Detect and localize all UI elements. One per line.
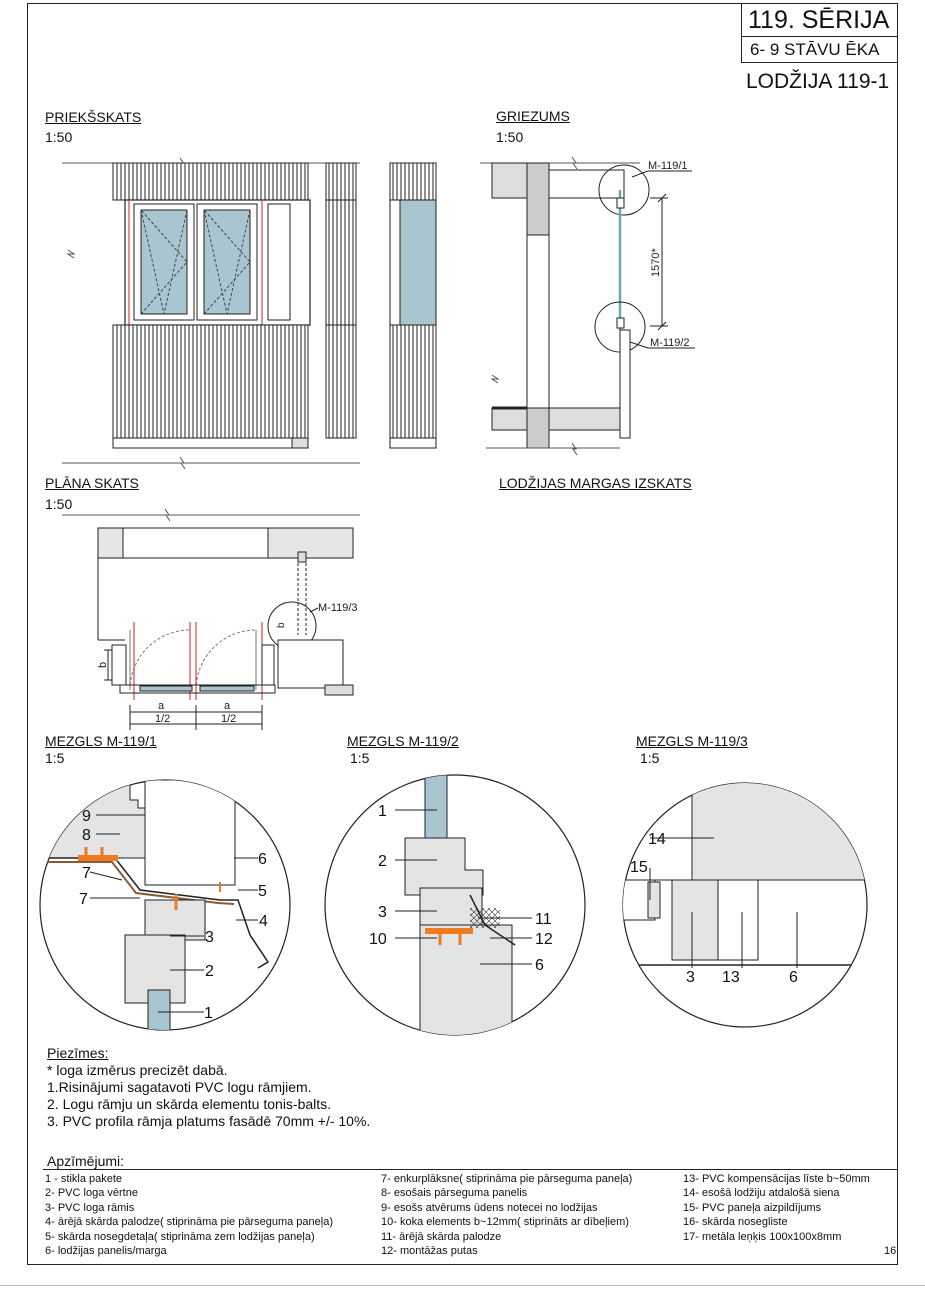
notes-heading: Piezīmes:	[47, 1045, 109, 1061]
legend-item: 3- PVC loga rāmis	[45, 1201, 135, 1214]
detail-3-drawing	[622, 782, 868, 1028]
legend-col-2: 7- enkurplāksne( stiprināma pie pārsegum…	[381, 1172, 632, 1258]
page-number: 16	[884, 1245, 897, 1257]
loggia-type-title: LODŽIJA 119-1	[746, 70, 890, 93]
legend-item: 16- skārda nosegliste	[683, 1216, 788, 1229]
d3-label-15: 15	[630, 859, 648, 876]
legend-item: 15- PVC paneļa aizpildījums	[683, 1201, 822, 1214]
front-view-title: PRIEKŠSKATS	[45, 109, 142, 125]
plan-dim-b-left: b	[97, 662, 109, 668]
legend-item: 17- metāla leņķis 100x100x8mm	[683, 1230, 842, 1243]
section-view-drawing	[480, 156, 695, 456]
floors-subtitle: 6- 9 STĀVU ĒKA	[750, 40, 880, 59]
legend-heading: Apzīmējumi:	[47, 1153, 125, 1169]
plan-view-drawing	[62, 508, 360, 730]
note-item-0: * loga izmērus precizēt dabā.	[47, 1062, 228, 1078]
d1-label-6: 6	[258, 851, 267, 868]
legend-item: 5- skārda nosegdetaļa( stiprināma zem lo…	[45, 1230, 315, 1243]
legend-item: 1 - stikla pakete	[45, 1173, 123, 1185]
front-view-scale: 1:50	[45, 129, 73, 145]
plan-dim-b-right: b	[276, 622, 287, 628]
d3-label-14: 14	[648, 831, 666, 848]
legend-item: 12- montāžas putas	[381, 1245, 478, 1258]
legend-separator	[43, 1169, 898, 1170]
plan-view-scale: 1:50	[45, 496, 73, 512]
legend-item: 14- esošā lodžiju atdalošā siena	[683, 1187, 840, 1200]
note-item-3: 3. PVC profila rāmja platums fasādē 70mm…	[47, 1113, 371, 1129]
d2-label-3: 3	[378, 904, 387, 921]
detail-1-scale: 1:5	[45, 750, 65, 766]
legend-item: 13- PVC kompensācijas līste b~50mm	[683, 1173, 870, 1185]
callout-m119-3: M-119/3	[318, 602, 358, 614]
d1-label-2: 2	[205, 963, 214, 980]
legend-item: 2- PVC loga vērtne	[45, 1187, 138, 1200]
callout-m119-1: M-119/1	[648, 160, 688, 172]
note-item-1: 1.Risinājumi sagatavoti PVC logu rāmjiem…	[47, 1079, 312, 1095]
d2-label-12: 12	[535, 931, 553, 948]
d2-label-11: 11	[535, 911, 552, 928]
section-view-title: GRIEZUMS	[496, 108, 570, 124]
d3-label-3: 3	[686, 969, 695, 986]
legend-col-3: 13- PVC kompensācijas līste b~50mm 14- e…	[683, 1172, 870, 1244]
d2-label-1: 1	[378, 803, 387, 820]
d3-label-13: 13	[722, 969, 740, 986]
series-title: 119. SĒRIJA	[748, 6, 890, 34]
d1-label-4: 4	[259, 913, 268, 930]
plan-dim-a-right: a	[224, 700, 231, 712]
legend-item: 8- esošais pārseguma panelis	[381, 1187, 528, 1200]
legend-item: 10- koka elements b~12mm( stiprināts ar …	[381, 1216, 629, 1229]
detail-1-title: MEZGLS M-119/1	[45, 733, 157, 749]
d1-label-7a: 7	[82, 865, 91, 882]
detail-1-drawing	[39, 779, 291, 1031]
d2-label-10: 10	[369, 931, 387, 948]
legend-item: 11- ārējā skārda palodze	[381, 1230, 502, 1243]
legend-col-1: 1 - stikla pakete 2- PVC loga vērtne 3- …	[45, 1172, 333, 1258]
d1-label-8: 8	[82, 827, 91, 844]
d1-label-1: 1	[204, 1005, 213, 1022]
note-item-2: 2. Logu rāmju un skārda elementu tonis-b…	[47, 1096, 332, 1112]
railing-view-title: LODŽIJAS MARGAS IZSKATS	[499, 475, 692, 491]
d1-label-3: 3	[205, 929, 214, 946]
drawing-sheet-frame	[27, 3, 898, 1265]
callout-m119-2: M-119/2	[650, 337, 690, 349]
plan-dim-half-right: 1/2	[221, 713, 236, 725]
legend-item: 6- lodžijas panelis/marga	[45, 1245, 167, 1258]
legend-item: 9- esošs atvērums ūdens notecei no lodži…	[381, 1201, 598, 1214]
d3-label-6: 6	[789, 969, 798, 986]
section-height-dimension: 1570*	[650, 248, 662, 277]
plan-dim-half-left: 1/2	[155, 713, 170, 725]
d2-label-6: 6	[535, 957, 544, 974]
detail-2-drawing	[324, 774, 586, 1036]
legend-item: 7- enkurplāksne( stiprināma pie pārsegum…	[381, 1173, 633, 1185]
detail-3-scale: 1:5	[640, 750, 660, 766]
d1-label-7b: 7	[79, 891, 88, 908]
section-view-scale: 1:50	[496, 129, 524, 145]
detail-2-scale: 1:5	[350, 750, 370, 766]
legend-item: 4- ārējā skārda palodze( stiprināma pie …	[45, 1216, 333, 1229]
d2-label-2: 2	[378, 853, 387, 870]
d1-label-9: 9	[82, 808, 91, 825]
plan-view-title: PLĀNA SKATS	[45, 475, 139, 491]
d1-label-5: 5	[258, 883, 267, 900]
front-view-drawing	[62, 157, 437, 470]
page-bottom-rule	[0, 1285, 925, 1286]
detail-3-title: MEZGLS M-119/3	[636, 733, 748, 749]
plan-dim-a-left: a	[158, 700, 165, 712]
title-block-floors: 6- 9 STĀVU ĒKA	[741, 36, 898, 63]
notes-block: Piezīmes: * loga izmērus precizēt dabā. …	[47, 1045, 370, 1130]
detail-2-title: MEZGLS M-119/2	[347, 733, 459, 749]
